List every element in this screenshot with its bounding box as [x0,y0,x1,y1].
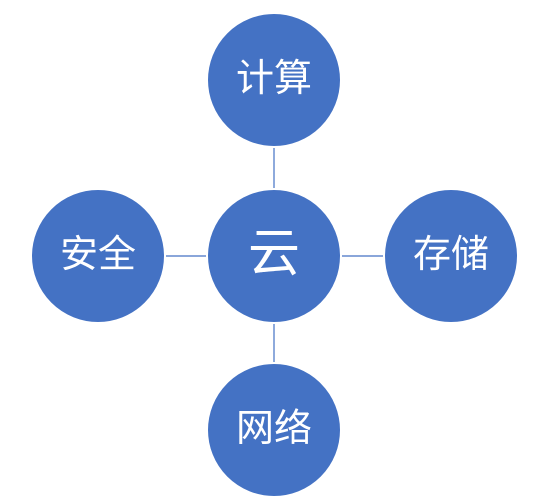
node-security-circle [30,188,166,324]
center-node-label: 云 [248,224,300,284]
node-storage-label: 存储 [413,232,489,276]
node-compute-circle [206,12,342,148]
center-node: 云 [206,188,342,324]
node-storage-circle [383,188,519,324]
node-storage: 存储 [383,188,519,324]
node-security: 安全 [30,188,166,324]
node-security-label: 安全 [60,232,136,276]
node-network-label: 网络 [236,406,312,450]
center-node-circle [206,188,342,324]
node-compute-label: 计算 [236,56,312,100]
node-network-circle [206,362,342,498]
node-network: 网络 [206,362,342,498]
node-compute: 计算 [206,12,342,148]
